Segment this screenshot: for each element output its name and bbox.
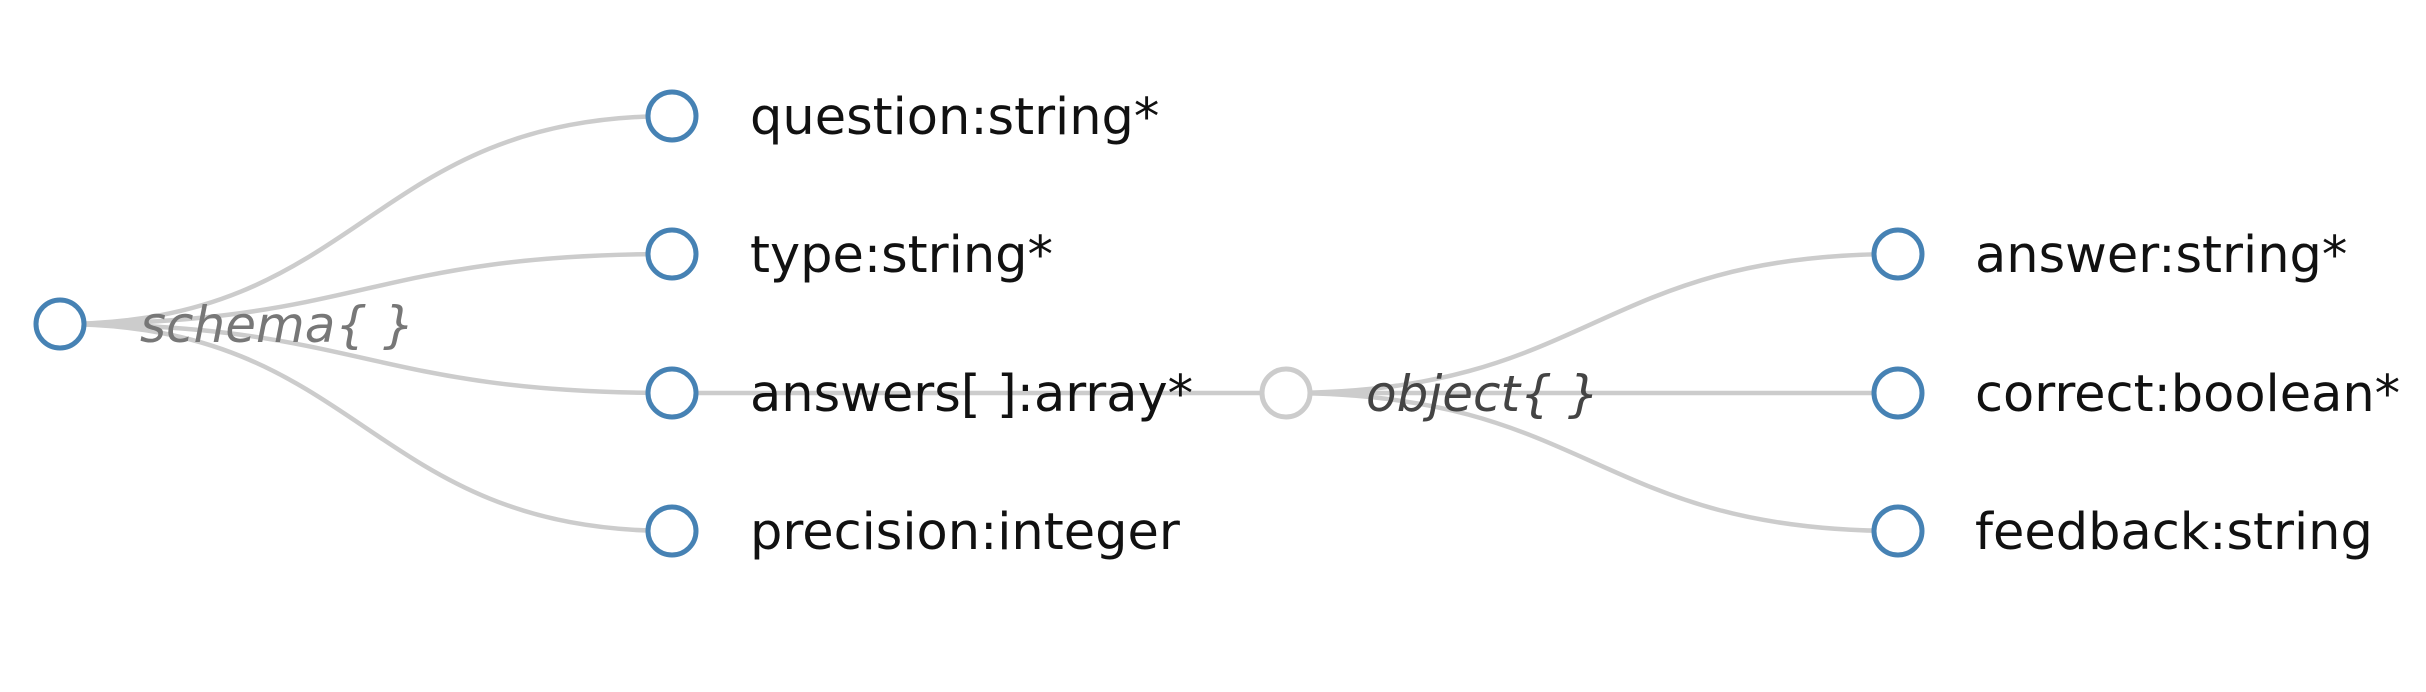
label-answers: answers[ ]:array* [750, 365, 1193, 424]
link-root-question [59, 113, 673, 327]
node-precision[interactable] [645, 504, 699, 558]
root-node[interactable] [33, 297, 87, 351]
link-root-type [59, 251, 673, 327]
label-type: type:string* [750, 226, 1053, 285]
link-root-answers [59, 321, 673, 396]
link-object-answer [1285, 251, 1899, 396]
label-object: object{ } [1366, 365, 1600, 423]
node-feedback[interactable] [1871, 504, 1925, 558]
label-answer: answer:string* [1975, 226, 2347, 285]
node-answer[interactable] [1871, 227, 1925, 281]
label-feedback: feedback:string [1975, 503, 2373, 562]
node-answers[interactable] [645, 366, 699, 420]
label-correct: correct:boolean* [1975, 365, 2400, 424]
link-root-precision [59, 321, 673, 534]
node-question[interactable] [645, 89, 699, 143]
node-object[interactable] [1259, 366, 1313, 420]
node-correct[interactable] [1871, 366, 1925, 420]
link-object-feedback [1285, 390, 1899, 534]
label-question: question:string* [750, 88, 1159, 147]
label-precision: precision:integer [750, 503, 1180, 562]
node-type[interactable] [645, 227, 699, 281]
root-label: schema{ } [140, 296, 415, 354]
